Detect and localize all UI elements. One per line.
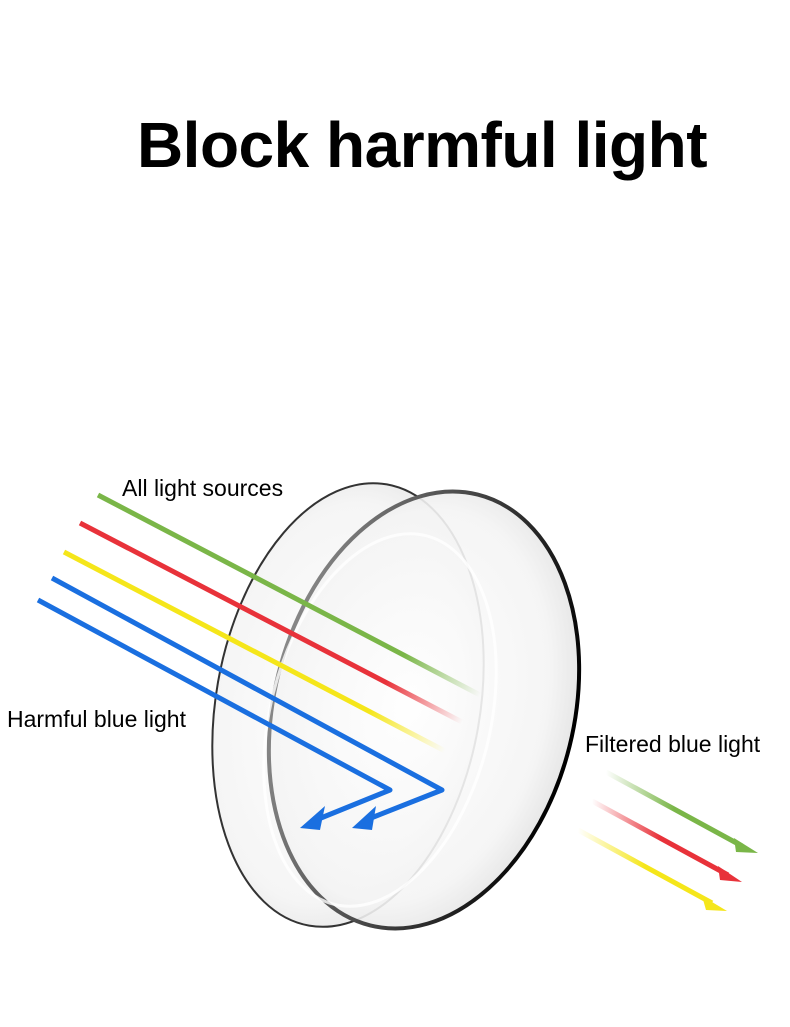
- blue-ray-2: [36, 597, 393, 823]
- yellow-filtered-ray: [576, 827, 714, 906]
- blue-arrowhead-2: [300, 806, 325, 830]
- lens-icon: [211, 482, 582, 931]
- blue-ray-1: [50, 575, 445, 823]
- page-title: Block harmful light: [136, 109, 708, 181]
- harmful-blue-light-label: Harmful blue light: [7, 706, 186, 732]
- lens-highlight: [262, 532, 498, 908]
- all-light-sources-label: All light sources: [122, 475, 284, 501]
- filtered-arrow-icon: [576, 769, 758, 911]
- blue-arrowhead-1: [352, 806, 376, 830]
- green-filtered-arrowhead: [734, 838, 758, 853]
- red-filtered-arrowhead: [718, 866, 742, 882]
- yellow-light-ray: [62, 549, 447, 754]
- green-light-ray: [96, 492, 482, 698]
- red-light-ray: [78, 520, 464, 725]
- red-filtered-ray: [590, 798, 730, 878]
- green-filtered-ray: [604, 769, 744, 849]
- reflected-arrow-icon: [36, 575, 445, 823]
- yellow-filtered-arrowhead: [702, 896, 727, 911]
- filtered-blue-light-label: Filtered blue light: [585, 731, 761, 757]
